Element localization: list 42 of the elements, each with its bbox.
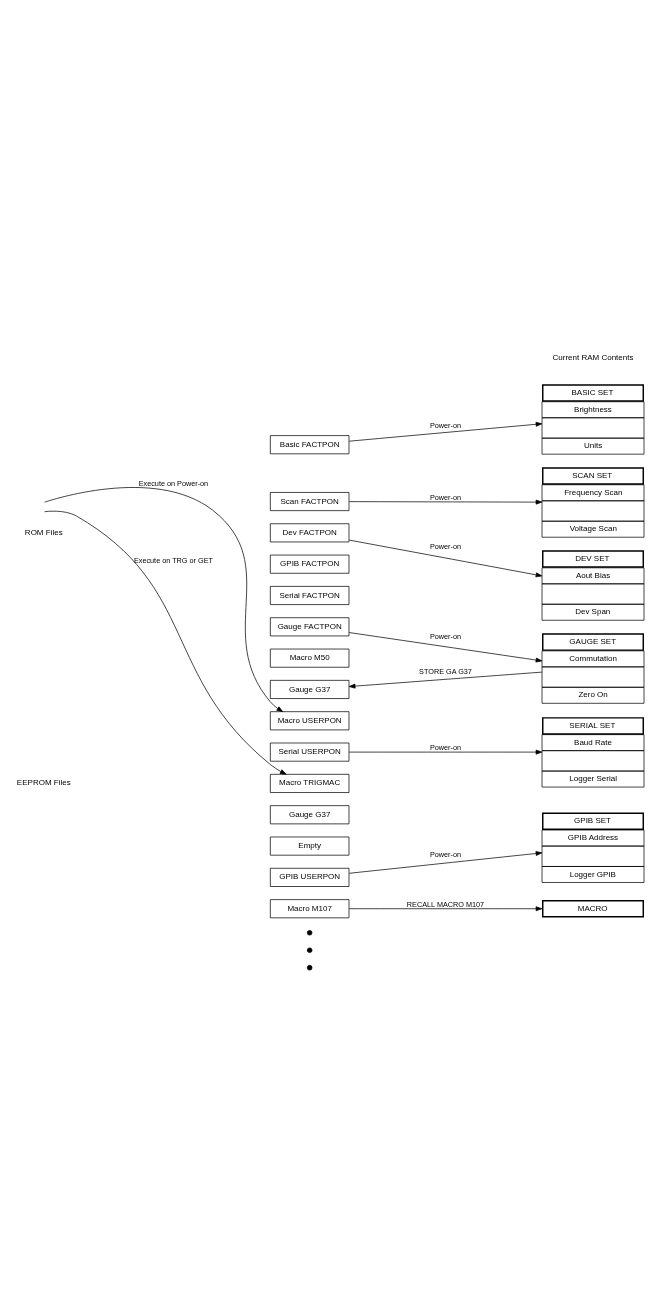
arrow	[44, 510, 287, 775]
node-box: Serial FACTPON	[269, 586, 350, 605]
node-box: Dev FACTPON	[269, 523, 350, 543]
edge-label: Power-on	[429, 742, 462, 752]
edge-label: Power-on	[429, 850, 462, 859]
arrow	[348, 539, 543, 578]
node-box: Gauge G37	[269, 680, 350, 699]
node-box: MACRO	[542, 900, 644, 918]
edge-label: Execute on TRG or GET	[133, 555, 213, 565]
edge-label: RECALL MACRO M107	[406, 899, 485, 909]
node-box: Gauge G37	[269, 805, 350, 825]
node-box: Scan FACTPON	[269, 492, 350, 511]
node-box: Macro TRIGMAC	[269, 773, 350, 793]
arrow	[348, 421, 543, 442]
arrow	[348, 632, 543, 663]
edge-label: Power-on	[429, 541, 462, 551]
node-circle	[306, 965, 313, 971]
node-circle	[306, 930, 313, 936]
node-box: GPIB USERPON	[269, 867, 350, 887]
node-box: Gauge FACTPON	[269, 617, 350, 637]
arrow	[348, 499, 543, 505]
edge-label: Power-on	[429, 493, 462, 503]
node-box: Serial USERPON	[269, 742, 350, 762]
node-box: Macro USERPON	[269, 711, 350, 731]
node-circle	[306, 947, 313, 953]
arrow	[348, 749, 543, 755]
arrow	[348, 906, 543, 912]
arrow	[348, 671, 543, 689]
label: ROM Files	[24, 527, 63, 537]
edge-label: Execute on Power-on	[138, 478, 209, 488]
node-box: Empty	[269, 836, 350, 856]
arrow	[44, 487, 284, 712]
edge-label: STORE GA G37	[419, 667, 472, 677]
edge-label: Power-on	[429, 420, 462, 430]
node-box: Basic FACTPON	[269, 435, 350, 455]
label: Current RAM Contents	[552, 353, 634, 363]
node-box: Macro M50	[269, 648, 350, 668]
label: EEPROM Files	[16, 778, 71, 788]
arrow	[348, 851, 543, 874]
node-box: GPIB FACTPON	[269, 554, 350, 574]
edge-label: Power-on	[429, 632, 462, 642]
node-box: Macro M107	[269, 899, 350, 919]
